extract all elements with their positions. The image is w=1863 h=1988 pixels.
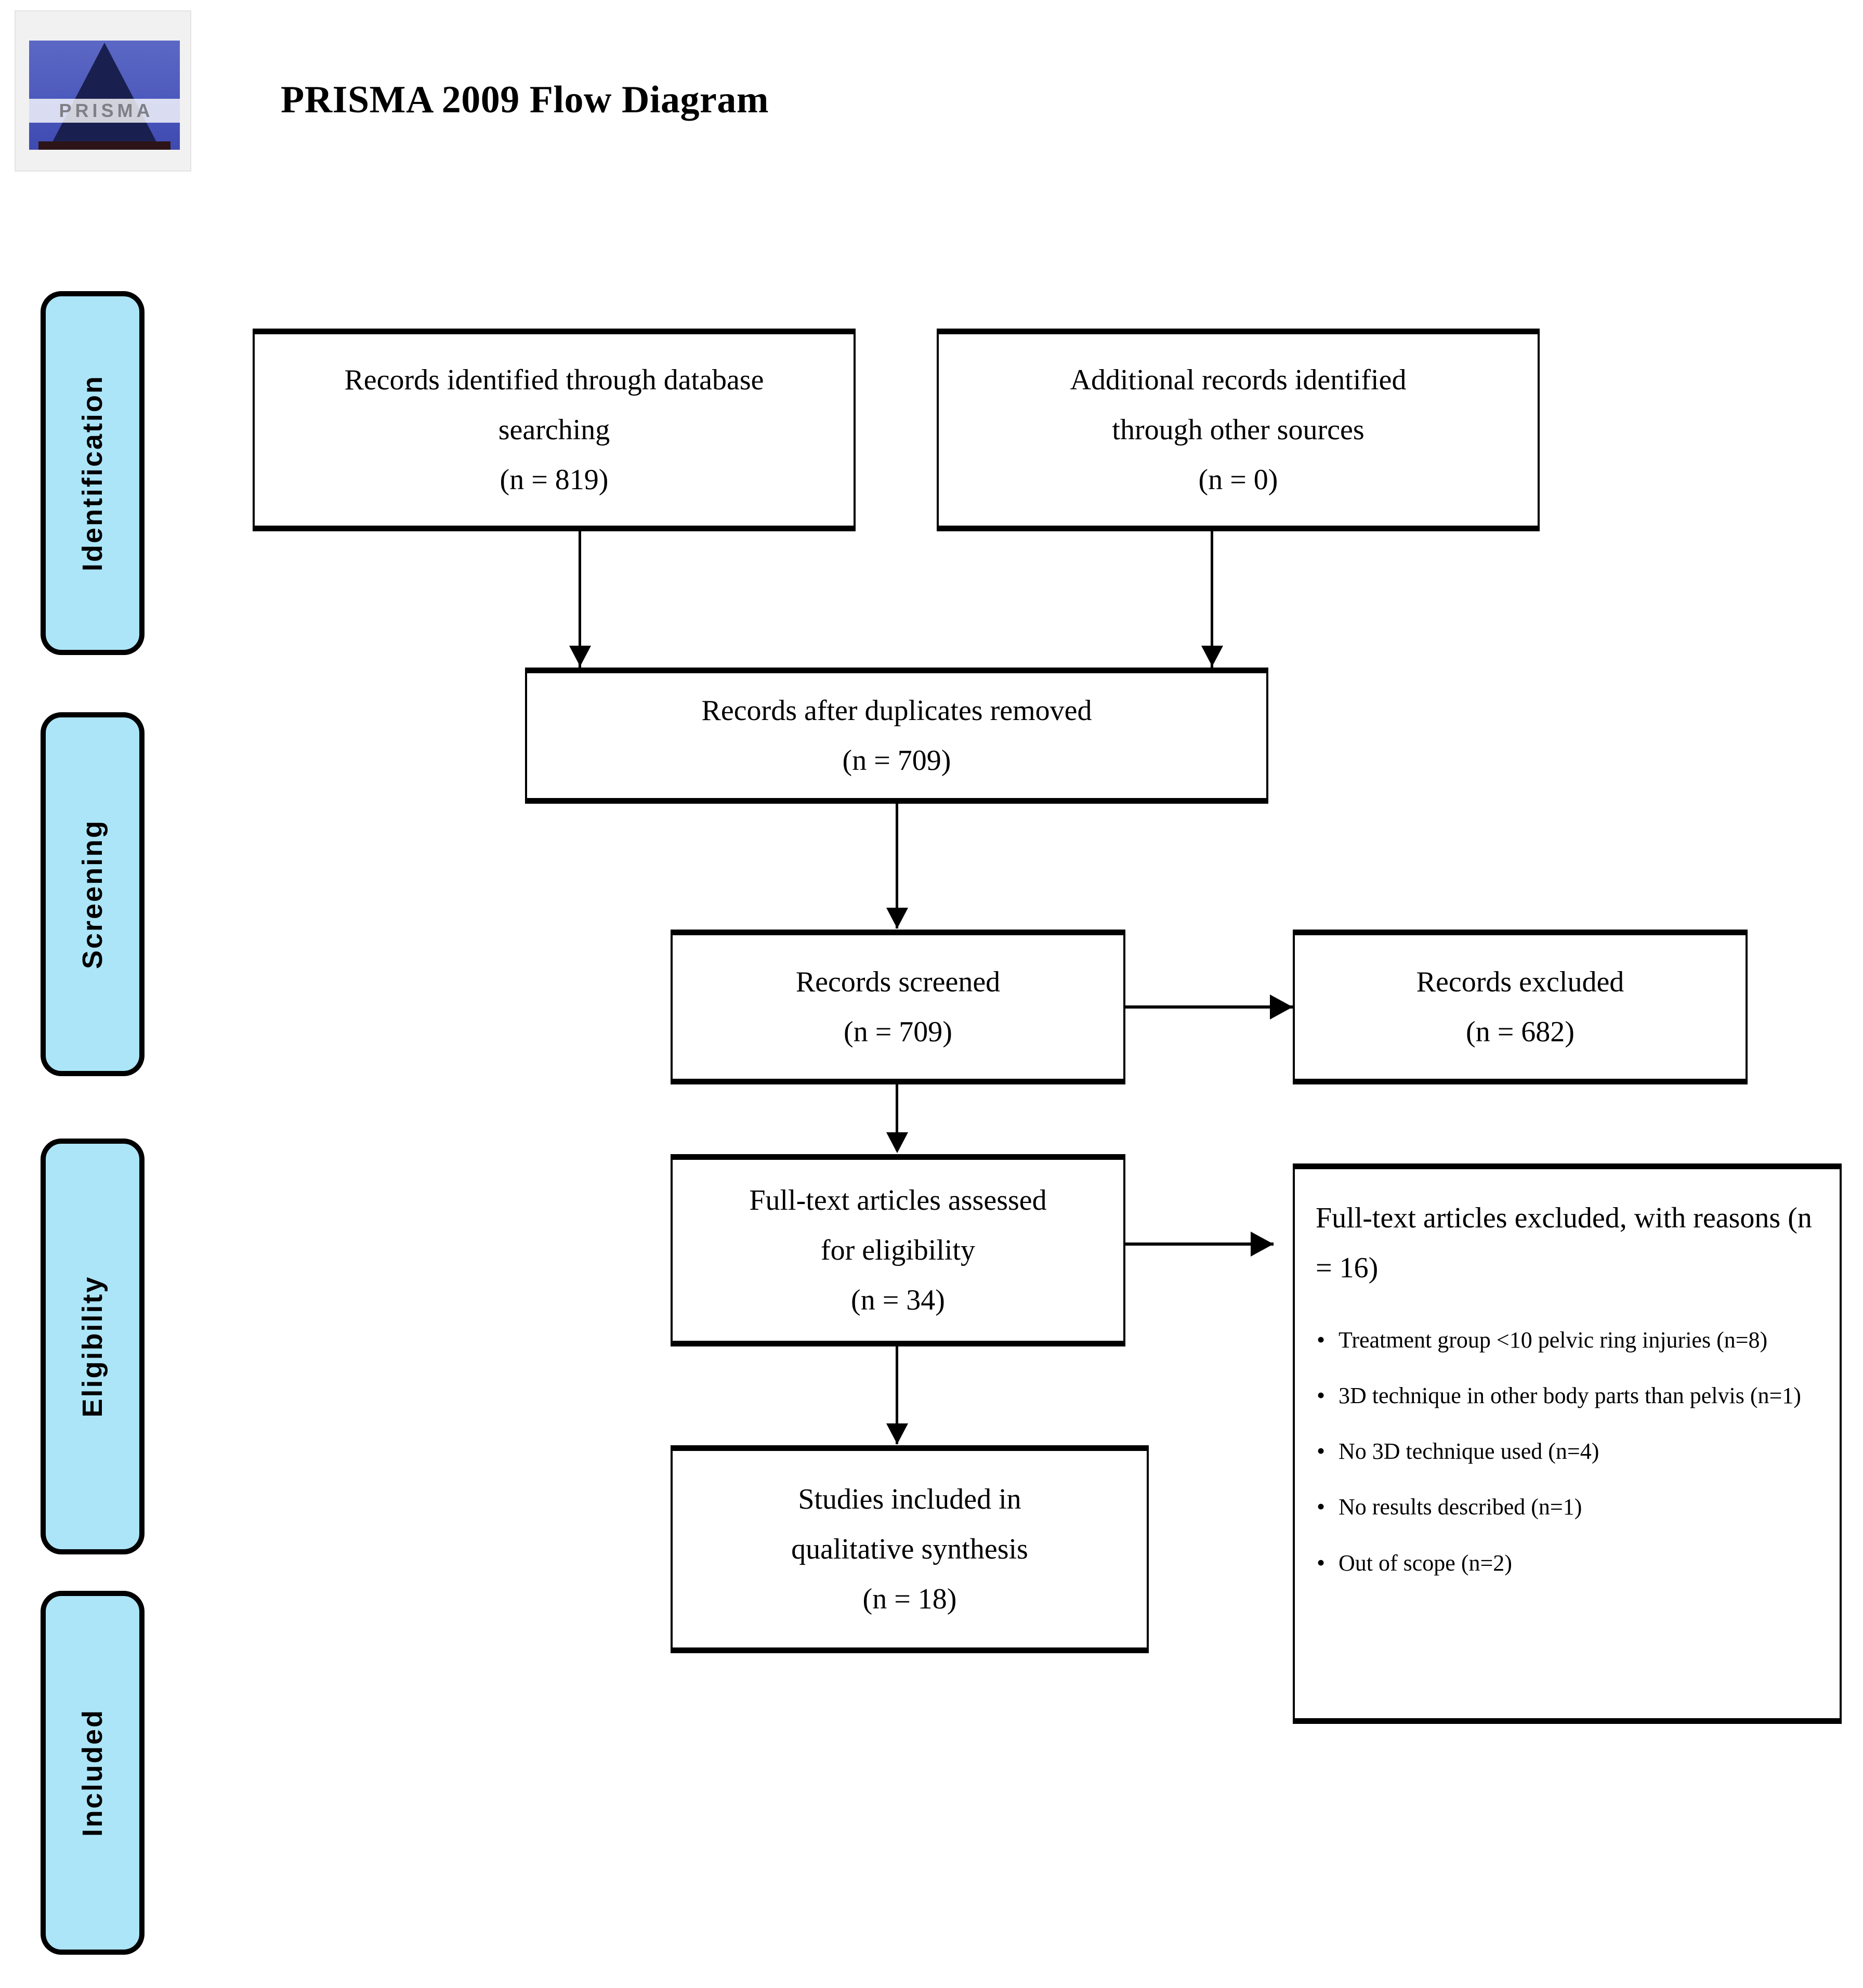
arrowhead-db-to-duplicates bbox=[569, 646, 591, 666]
list-item: No results described (n=1) bbox=[1316, 1487, 1822, 1526]
box-records-after-duplicates-removed-text: Records after duplicates removed (n = 70… bbox=[701, 694, 1092, 777]
exclusion-reasons-list: Treatment group <10 pelvic ring injuries… bbox=[1316, 1320, 1822, 1582]
connector-duplicates-to-screened bbox=[896, 804, 898, 928]
list-item: Treatment group <10 pelvic ring injuries… bbox=[1316, 1320, 1822, 1359]
box-additional-records-other-sources: Additional records identified through ot… bbox=[937, 329, 1540, 531]
arrowhead-fulltext-to-excluded bbox=[1251, 1232, 1274, 1257]
box-fulltext-articles-excluded-heading: Full-text articles excluded, with reason… bbox=[1316, 1202, 1812, 1285]
box-records-excluded: Records excluded (n = 682) bbox=[1293, 930, 1748, 1084]
stage-tab-eligibility: Eligibility bbox=[41, 1139, 145, 1554]
prisma-logo-image: PRISMA bbox=[29, 41, 180, 150]
prism-triangle-icon bbox=[48, 43, 161, 150]
connector-db-to-duplicates bbox=[579, 531, 581, 668]
prism-base bbox=[38, 141, 170, 150]
box-records-screened: Records screened (n = 709) bbox=[671, 930, 1125, 1084]
stage-tab-identification-label: Identification bbox=[77, 375, 108, 571]
box-studies-included-qualitative-synthesis: Studies included in qualitative synthesi… bbox=[671, 1445, 1149, 1653]
stage-tab-included: Included bbox=[41, 1591, 145, 1955]
stage-tab-screening-label: Screening bbox=[77, 819, 108, 970]
stage-tab-eligibility-label: Eligibility bbox=[77, 1275, 108, 1418]
box-fulltext-articles-assessed-text: Full-text articles assessed for eligibil… bbox=[749, 1184, 1047, 1317]
box-records-screened-text: Records screened (n = 709) bbox=[795, 965, 1001, 1048]
stage-tab-included-label: Included bbox=[77, 1708, 108, 1837]
box-records-identified-database-text: Records identified through database sear… bbox=[344, 363, 764, 496]
prisma-logo-wordmark: PRISMA bbox=[59, 100, 154, 121]
connector-other-to-duplicates bbox=[1211, 531, 1213, 668]
arrowhead-screened-to-excluded bbox=[1270, 995, 1293, 1019]
prisma-logo: PRISMA bbox=[15, 10, 191, 172]
page-title: PRISMA 2009 Flow Diagram bbox=[281, 79, 769, 121]
connector-fulltext-to-included bbox=[896, 1346, 898, 1444]
list-item: 3D technique in other body parts than pe… bbox=[1316, 1376, 1822, 1415]
stage-tab-screening: Screening bbox=[41, 712, 145, 1076]
list-item: Out of scope (n=2) bbox=[1316, 1544, 1822, 1582]
connector-screened-to-excluded bbox=[1125, 1005, 1293, 1009]
stage-tab-identification: Identification bbox=[41, 291, 145, 655]
box-studies-included-qualitative-synthesis-text: Studies included in qualitative synthesi… bbox=[791, 1483, 1028, 1616]
box-records-identified-database: Records identified through database sear… bbox=[253, 329, 856, 531]
connector-fulltext-to-excluded bbox=[1125, 1242, 1274, 1246]
arrowhead-duplicates-to-screened bbox=[886, 908, 908, 928]
box-fulltext-articles-excluded: Full-text articles excluded, with reason… bbox=[1293, 1163, 1842, 1724]
list-item: No 3D technique used (n=4) bbox=[1316, 1432, 1822, 1471]
prisma-logo-band bbox=[29, 99, 180, 123]
box-records-after-duplicates-removed: Records after duplicates removed (n = 70… bbox=[525, 668, 1268, 804]
box-records-excluded-text: Records excluded (n = 682) bbox=[1416, 965, 1624, 1048]
connector-screened-to-fulltext bbox=[896, 1084, 898, 1151]
box-additional-records-other-sources-text: Additional records identified through ot… bbox=[1070, 363, 1407, 496]
box-fulltext-articles-assessed: Full-text articles assessed for eligibil… bbox=[671, 1154, 1125, 1346]
arrowhead-fulltext-to-included bbox=[886, 1423, 908, 1444]
arrowhead-other-to-duplicates bbox=[1201, 646, 1223, 666]
arrowhead-screened-to-fulltext bbox=[886, 1132, 908, 1153]
